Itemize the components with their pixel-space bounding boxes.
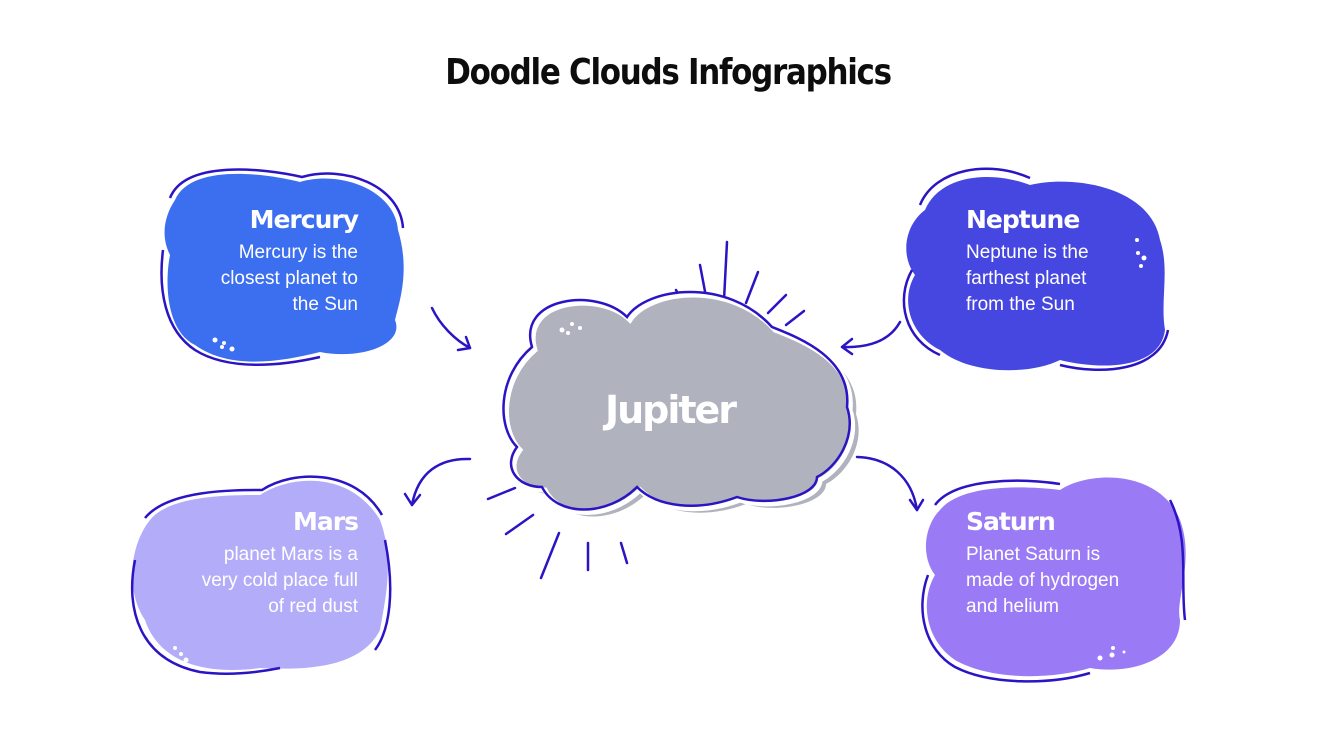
mars-cloud: Mars planet Mars is a very cold place fu… — [160, 507, 359, 620]
dots-icon — [1135, 238, 1147, 268]
arrow-icon — [403, 306, 925, 512]
description-line: of red dust — [268, 596, 358, 617]
mercury-cloud-shape — [160, 168, 405, 366]
description-line: the Sun — [292, 294, 359, 315]
mercury-title: Mercury — [249, 205, 359, 234]
description-line: Mercury is the — [238, 242, 358, 263]
page-title: Doodle Clouds Infographics — [445, 52, 892, 93]
neptune-cloud-shape — [902, 167, 1170, 372]
mercury-description: Mercury is the closest planet to the Sun — [180, 240, 358, 318]
dots-icon — [212, 337, 235, 352]
dots-icon — [1097, 646, 1126, 661]
description-line: farthest planet — [966, 268, 1087, 289]
description-line: closest planet to — [220, 268, 358, 289]
mars-title: Mars — [293, 507, 359, 536]
mars-cloud-shape — [130, 475, 392, 675]
saturn-cloud-shape — [921, 477, 1187, 683]
description-line: and helium — [966, 596, 1059, 617]
dots-icon — [173, 646, 189, 663]
description-line: very cold place full — [201, 570, 358, 591]
dots-icon — [559, 322, 582, 335]
description-line: Neptune is the — [966, 242, 1089, 263]
saturn-description: Planet Saturn is made of hydrogen and he… — [966, 542, 1166, 620]
description-line: planet Mars is a — [223, 544, 358, 565]
jupiter-label: Jupiter — [604, 388, 737, 432]
neptune-description: Neptune is the farthest planet from the … — [966, 240, 1156, 318]
mercury-cloud: Mercury Mercury is the closest planet to… — [180, 205, 359, 318]
mars-description: planet Mars is a very cold place full of… — [160, 542, 358, 620]
saturn-title: Saturn — [966, 507, 1056, 536]
description-line: made of hydrogen — [966, 570, 1120, 591]
description-line: Planet Saturn is — [966, 544, 1101, 565]
neptune-title: Neptune — [966, 205, 1080, 234]
neptune-cloud: Neptune Neptune is the farthest planet f… — [966, 205, 1156, 318]
jupiter-cloud — [502, 290, 859, 517]
description-line: from the Sun — [966, 294, 1075, 315]
saturn-cloud: Saturn Planet Saturn is made of hydrogen… — [966, 507, 1166, 620]
